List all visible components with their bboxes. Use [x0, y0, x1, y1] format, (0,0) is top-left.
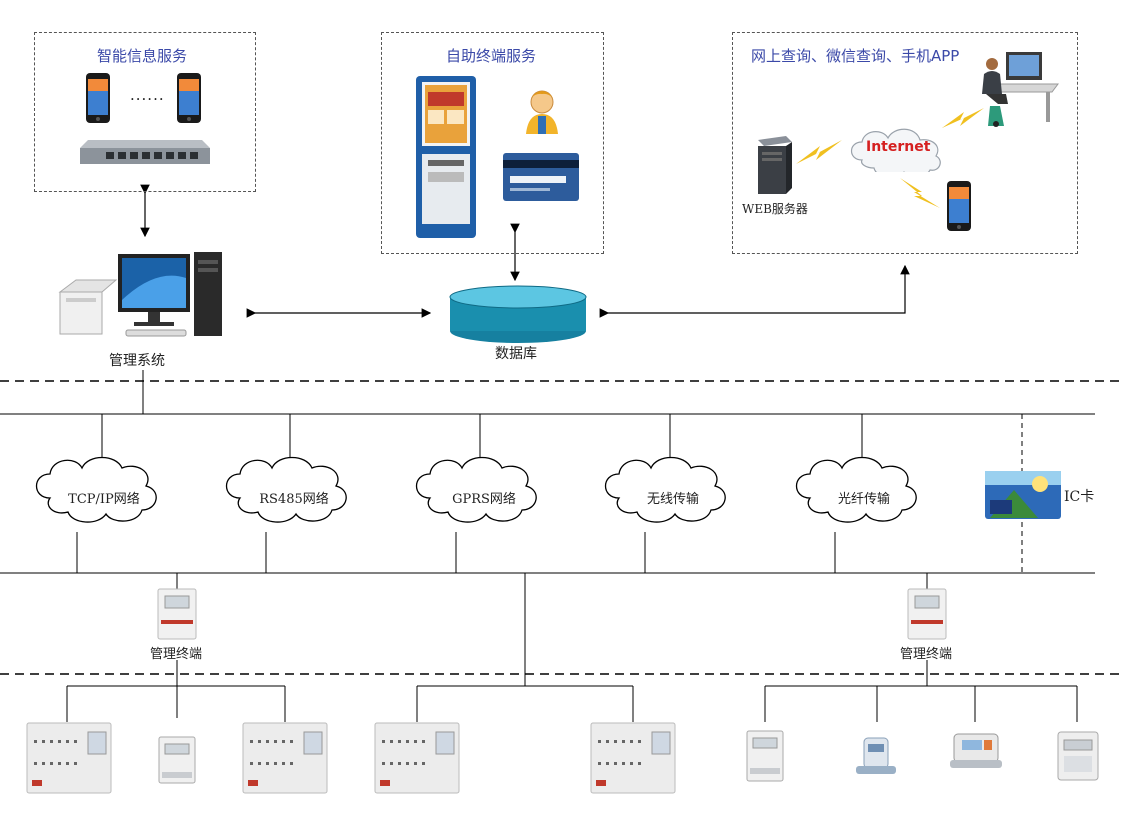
ic-card-label: IC卡: [1064, 489, 1095, 505]
cloud-rs485: [225, 456, 347, 523]
management-terminal-icon: [157, 588, 197, 640]
dots-ellipsis: ······: [130, 90, 165, 108]
cloud-wireless: [604, 456, 726, 523]
network-label-tcpip: TCP/IP网络: [68, 492, 140, 507]
network-label-rs485: RS485网络: [259, 492, 329, 507]
arrow-db-to-web: [599, 264, 910, 318]
user-avatar-icon: [526, 90, 558, 134]
wireless-bolt-icon: [942, 108, 984, 128]
online-query-box: 网上查询、微信查询、手机APP: [732, 32, 1078, 254]
self-service-title: 自助终端服务: [446, 47, 537, 65]
wireless-bolt-icon: [796, 140, 842, 164]
single-meter-icon: [158, 736, 196, 784]
web-server-label: WEB服务器: [742, 202, 808, 216]
web-server-icon: [758, 136, 792, 194]
self-service-box: 自助终端服务: [381, 32, 604, 254]
phone-icon: [947, 181, 971, 231]
info-service-box: 智能信息服务: [34, 32, 256, 192]
terminal-label-right: 管理终端: [900, 647, 953, 662]
single-meter-icon: [746, 730, 784, 782]
multi-user-meter-icon: [374, 722, 460, 794]
cloud-tcpip: [35, 456, 157, 523]
database-icon: [449, 285, 587, 343]
multi-user-meter-icon: [590, 722, 676, 794]
gas-meter-icon: [1057, 731, 1099, 781]
internet-cloud: [850, 128, 941, 172]
terminal-label-left: 管理终端: [150, 647, 203, 662]
heat-meter-icon: [950, 733, 1002, 768]
cloud-gprs: [415, 456, 537, 523]
info-service-title: 智能信息服务: [97, 47, 188, 65]
cloud-fiber: [795, 456, 917, 523]
multi-user-meter-icon: [26, 722, 112, 794]
network-label-gprs: GPRS网络: [452, 492, 516, 507]
phone-icon: [177, 73, 201, 123]
management-system-label: 管理系统: [109, 353, 165, 369]
multi-user-meter-icon: [242, 722, 328, 794]
kiosk-icon: [416, 76, 476, 238]
water-meter-icon: [856, 737, 896, 774]
management-computer-icon: [58, 252, 222, 337]
database-label: 数据库: [495, 346, 537, 362]
ic-card-icon: [985, 471, 1061, 519]
online-query-title: 网上查询、微信查询、手机APP: [751, 47, 960, 65]
network-switch-icon: [80, 140, 210, 164]
network-label-wireless: 无线传输: [646, 492, 699, 507]
internet-label: Internet: [866, 139, 931, 155]
management-terminal-icon: [907, 588, 947, 640]
network-label-fiber: 光纤传输: [837, 492, 890, 507]
phone-icon: [86, 73, 110, 123]
wireless-bolt-icon: [900, 178, 940, 208]
bank-card-icon: [503, 153, 579, 201]
office-worker-icon: [982, 52, 1059, 127]
